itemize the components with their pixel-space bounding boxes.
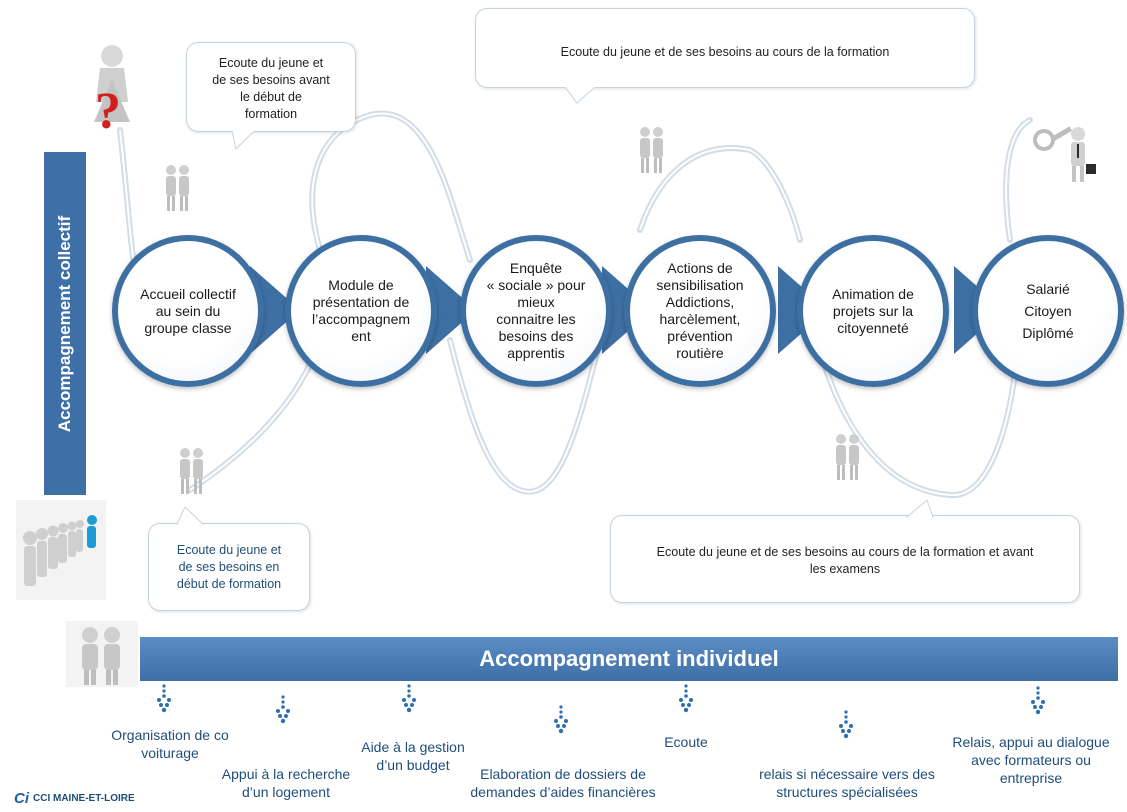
bubble-tail-icon: [176, 507, 205, 525]
action-financial-aid: Elaboration de dossiers de demandes d’ai…: [470, 766, 656, 800]
bubble-start-training: Ecoute du jeune et de ses besoins en déb…: [148, 523, 310, 611]
key-businessman-icon: [1033, 126, 1096, 182]
dotted-arrow-icon: [554, 705, 568, 734]
dotted-arrow-icon: [679, 684, 693, 713]
people-pair-icon: [836, 434, 859, 480]
two-people-icon: [66, 621, 138, 687]
bubble-tail-icon: [905, 500, 934, 518]
svg-text:?: ?: [95, 83, 121, 132]
cci-logo-text: CCI MAINE-ET-LOIRE: [33, 793, 135, 804]
step-label: Module de présentation de l’accompagnem …: [311, 277, 411, 344]
step-label: Salarié Citoyen Diplômé: [1022, 281, 1074, 341]
step-collective-welcome: Accueil collectif au sein du groupe clas…: [112, 235, 264, 387]
step-label: Actions de sensibilisation Addictions, h…: [656, 260, 744, 361]
individual-support-bar: Accompagnement individuel: [140, 637, 1118, 681]
queue-people-icon: [16, 500, 106, 600]
step-citizenship-projects: Animation de projets sur la citoyenneté: [797, 235, 949, 387]
step-outcome: Salarié Citoyen Diplômé: [972, 235, 1124, 387]
individual-support-label: Accompagnement individuel: [479, 646, 779, 671]
action-budget: Aide à la gestion d’un budget: [361, 739, 465, 773]
step-presentation-module: Module de présentation de l’accompagnem …: [285, 235, 437, 387]
collective-support-bar: Accompagnement collectif: [44, 152, 86, 495]
action-carpooling: Organisation de co voiturage: [111, 727, 229, 761]
people-pair-icon: [640, 127, 663, 173]
bubble-tail-icon: [232, 131, 255, 150]
dotted-arrow-icon: [839, 710, 853, 739]
question-person-icon: ?: [94, 45, 130, 132]
dotted-arrow-icon: [402, 684, 416, 713]
bubble-during-training: Ecoute du jeune et de ses besoins au cou…: [475, 8, 975, 88]
people-pair-icon: [166, 165, 189, 211]
action-listening: Ecoute: [664, 734, 708, 750]
step-awareness-actions: Actions de sensibilisation Addictions, h…: [624, 235, 776, 387]
bubble-before-exams: Ecoute du jeune et de ses besoins au cou…: [610, 515, 1080, 603]
dotted-arrow-icon: [1031, 686, 1045, 715]
action-housing: Appui à la recherche d’un logement: [221, 766, 351, 800]
bubble-tail-icon: [565, 87, 596, 104]
arrow-icon: [250, 266, 300, 354]
cci-logo: Ci CCI MAINE-ET-LOIRE: [14, 790, 135, 807]
step-label: Accueil collectif au sein du groupe clas…: [140, 285, 236, 336]
people-pair-icon: [180, 448, 203, 494]
action-specialized-referral: relais si nécessaire vers des structures…: [759, 766, 935, 800]
bubble-before-training: Ecoute du jeune et de ses besoins avant …: [186, 42, 356, 132]
arrow-icon: [426, 266, 476, 354]
step-label: Animation de projets sur la citoyenneté: [832, 285, 914, 336]
step-social-survey: Enquête « sociale » pour mieux connaitre…: [460, 235, 612, 387]
dotted-arrow-icon: [276, 695, 290, 724]
cci-logo-mark: Ci: [14, 790, 29, 807]
action-dialogue-support: Relais, appui au dialogue avec formateur…: [952, 734, 1110, 786]
step-label: Enquête « sociale » pour mieux connaitre…: [486, 260, 586, 361]
dotted-arrow-icon: [157, 684, 171, 713]
